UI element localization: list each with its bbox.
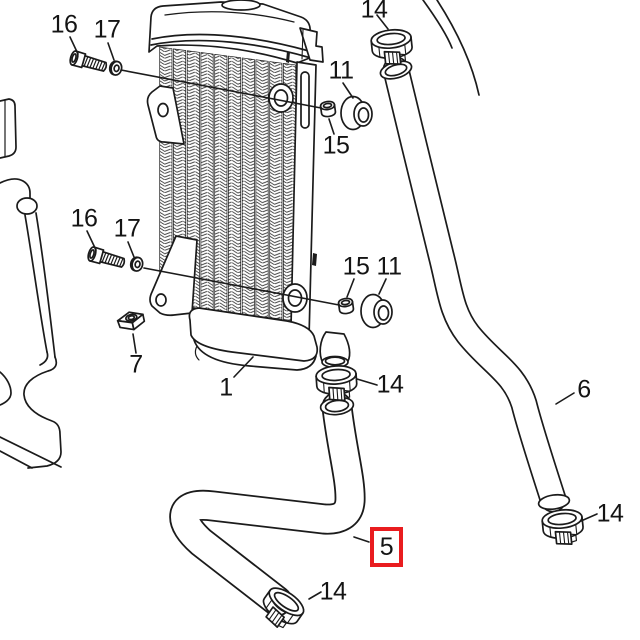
bolt-upper: [67, 49, 109, 75]
callout-1-radiator[interactable]: 1: [219, 373, 233, 402]
clamp-outlet: [314, 363, 359, 404]
radiator-top-tank: [148, 0, 313, 64]
callout-15-upper[interactable]: 15: [322, 131, 350, 160]
bushing-lower: [337, 296, 355, 316]
callout-11-lower[interactable]: 11: [376, 252, 402, 281]
callout-14-hose6-top[interactable]: 14: [360, 0, 388, 24]
callout-16-lower[interactable]: 16: [70, 204, 98, 233]
washer-lower: [128, 255, 145, 273]
callout-14-hose5-bottom[interactable]: 14: [319, 577, 347, 606]
radiator-bottom-tank: [188, 307, 319, 371]
highlighted-callout-box[interactable]: 5: [370, 527, 403, 567]
callout-17-upper[interactable]: 17: [93, 15, 121, 44]
leader-lines: [69, 14, 598, 600]
radiator-illustration: [146, 0, 351, 371]
radiator-outlet-stub: [319, 331, 351, 369]
callout-14-outlet[interactable]: 14: [376, 370, 404, 399]
callout-14-hose6-bottom[interactable]: 14: [596, 499, 624, 528]
grommet-upper: [340, 95, 373, 131]
grommet-lower: [360, 293, 393, 329]
callout-5-hose-highlighted[interactable]: 5: [379, 532, 394, 561]
side-panel-left: [0, 98, 62, 469]
clip-nut: [116, 311, 146, 331]
radiator-bracket-upper: [146, 85, 185, 145]
callout-15-lower[interactable]: 15: [342, 252, 370, 281]
bolt-lower: [85, 245, 127, 271]
washer-upper: [107, 59, 124, 77]
callout-7-clip-nut[interactable]: 7: [129, 350, 143, 379]
bushing-upper: [319, 99, 337, 119]
callout-17-lower[interactable]: 17: [113, 214, 141, 243]
hose-5: [169, 391, 366, 617]
frame-arc: [422, 0, 480, 96]
clamp-hose6-bottom: [540, 507, 586, 548]
radiator-bracket-lower: [149, 235, 198, 317]
callout-6-hose[interactable]: 6: [577, 375, 591, 404]
radiator-side-plate: [268, 27, 324, 339]
callout-16-upper[interactable]: 16: [50, 10, 78, 39]
hose-6: [379, 56, 571, 513]
callout-11-upper[interactable]: 11: [328, 56, 354, 85]
